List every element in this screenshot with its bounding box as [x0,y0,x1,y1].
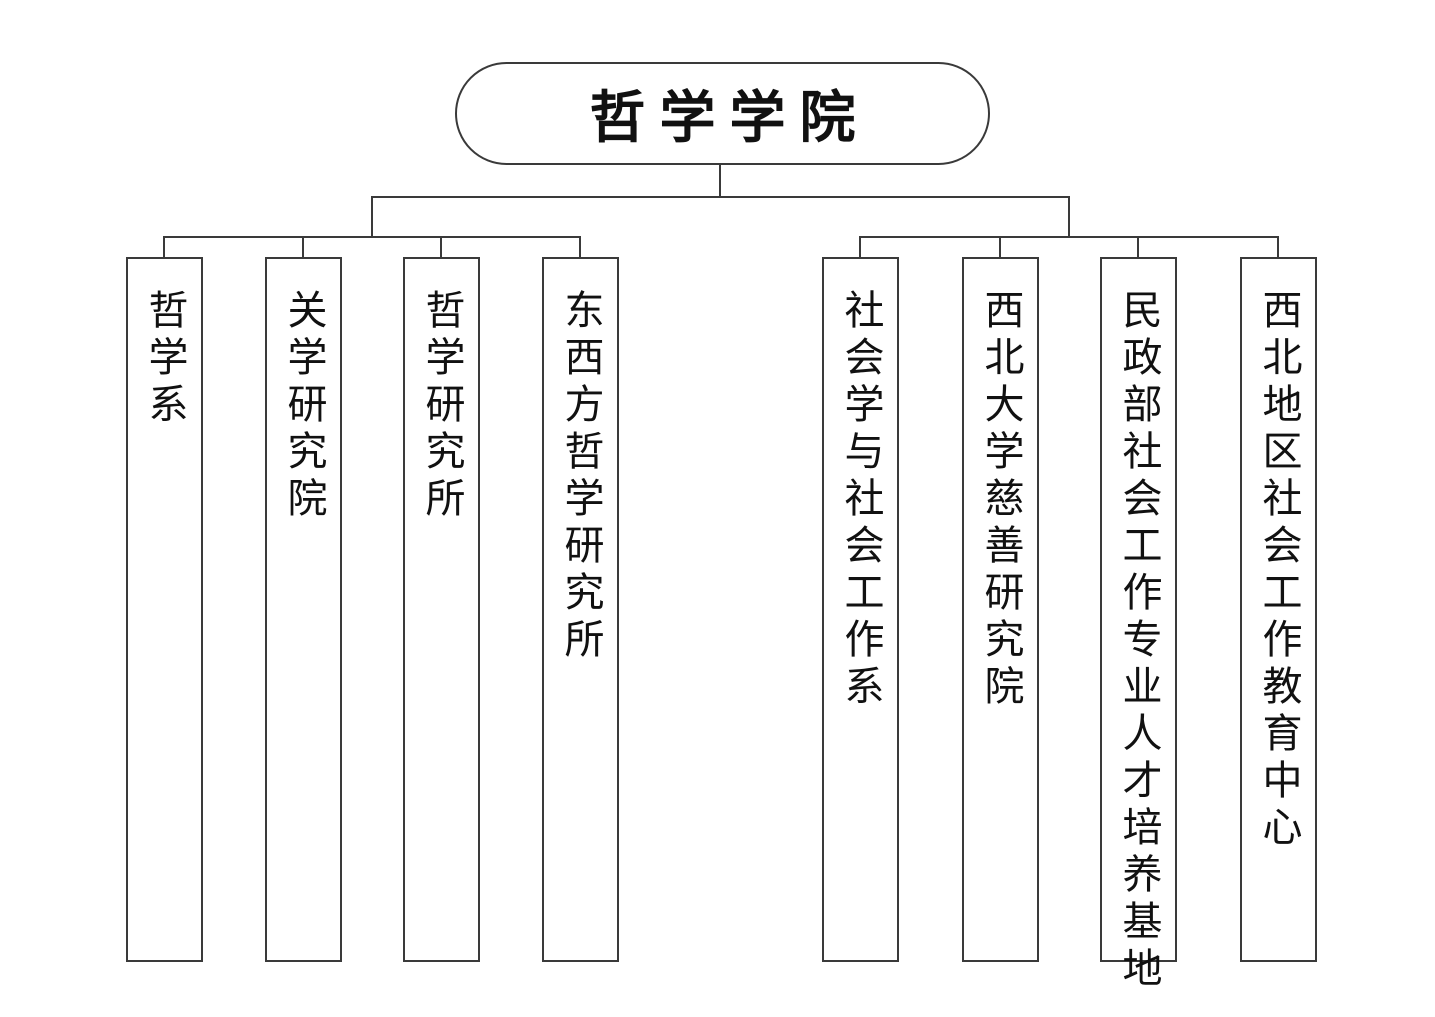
connector-main-horizontal [371,196,1070,198]
dept-social-work-talent-training-base: 民政部社会工作专业人才培养基地 [1100,257,1177,994]
connector-stub-6 [999,236,1001,258]
dept-label: 哲学研究所 [419,289,464,524]
dept-label: 民政部社会工作专业人才培养基地 [1116,289,1161,994]
org-root-node: 哲学学院 [455,62,990,165]
connector-stub-8 [1277,236,1279,258]
connector-root-vertical [719,165,721,198]
dept-sociology-social-work: 社会学与社会工作系 [822,257,899,962]
dept-social-work-education-center: 西北地区社会工作教育中心 [1240,257,1317,962]
connector-stub-1 [163,236,165,258]
dept-label: 东西方哲学研究所 [558,289,603,665]
dept-guanxue-research-institute: 关学研究院 [265,257,342,962]
dept-charity-research-institute: 西北大学慈善研究院 [962,257,1039,962]
connector-right-branch-drop [1068,196,1070,238]
dept-label: 哲学系 [142,289,187,430]
connector-stub-4 [579,236,581,258]
connector-stub-5 [859,236,861,258]
connector-left-group-horizontal [163,236,581,238]
dept-philosophy-department: 哲学系 [126,257,203,962]
connector-stub-2 [302,236,304,258]
connector-stub-7 [1137,236,1139,258]
dept-east-west-philosophy-institute: 东西方哲学研究所 [542,257,619,962]
connector-stub-3 [440,236,442,258]
org-root-label: 哲学学院 [589,86,870,149]
dept-label: 社会学与社会工作系 [838,289,883,712]
connector-right-group-horizontal [859,236,1279,238]
dept-philosophy-research-institute: 哲学研究所 [403,257,480,962]
dept-label: 西北大学慈善研究院 [978,289,1023,712]
connector-left-branch-drop [371,196,373,238]
dept-label: 西北地区社会工作教育中心 [1256,289,1301,853]
dept-label: 关学研究院 [281,289,326,524]
